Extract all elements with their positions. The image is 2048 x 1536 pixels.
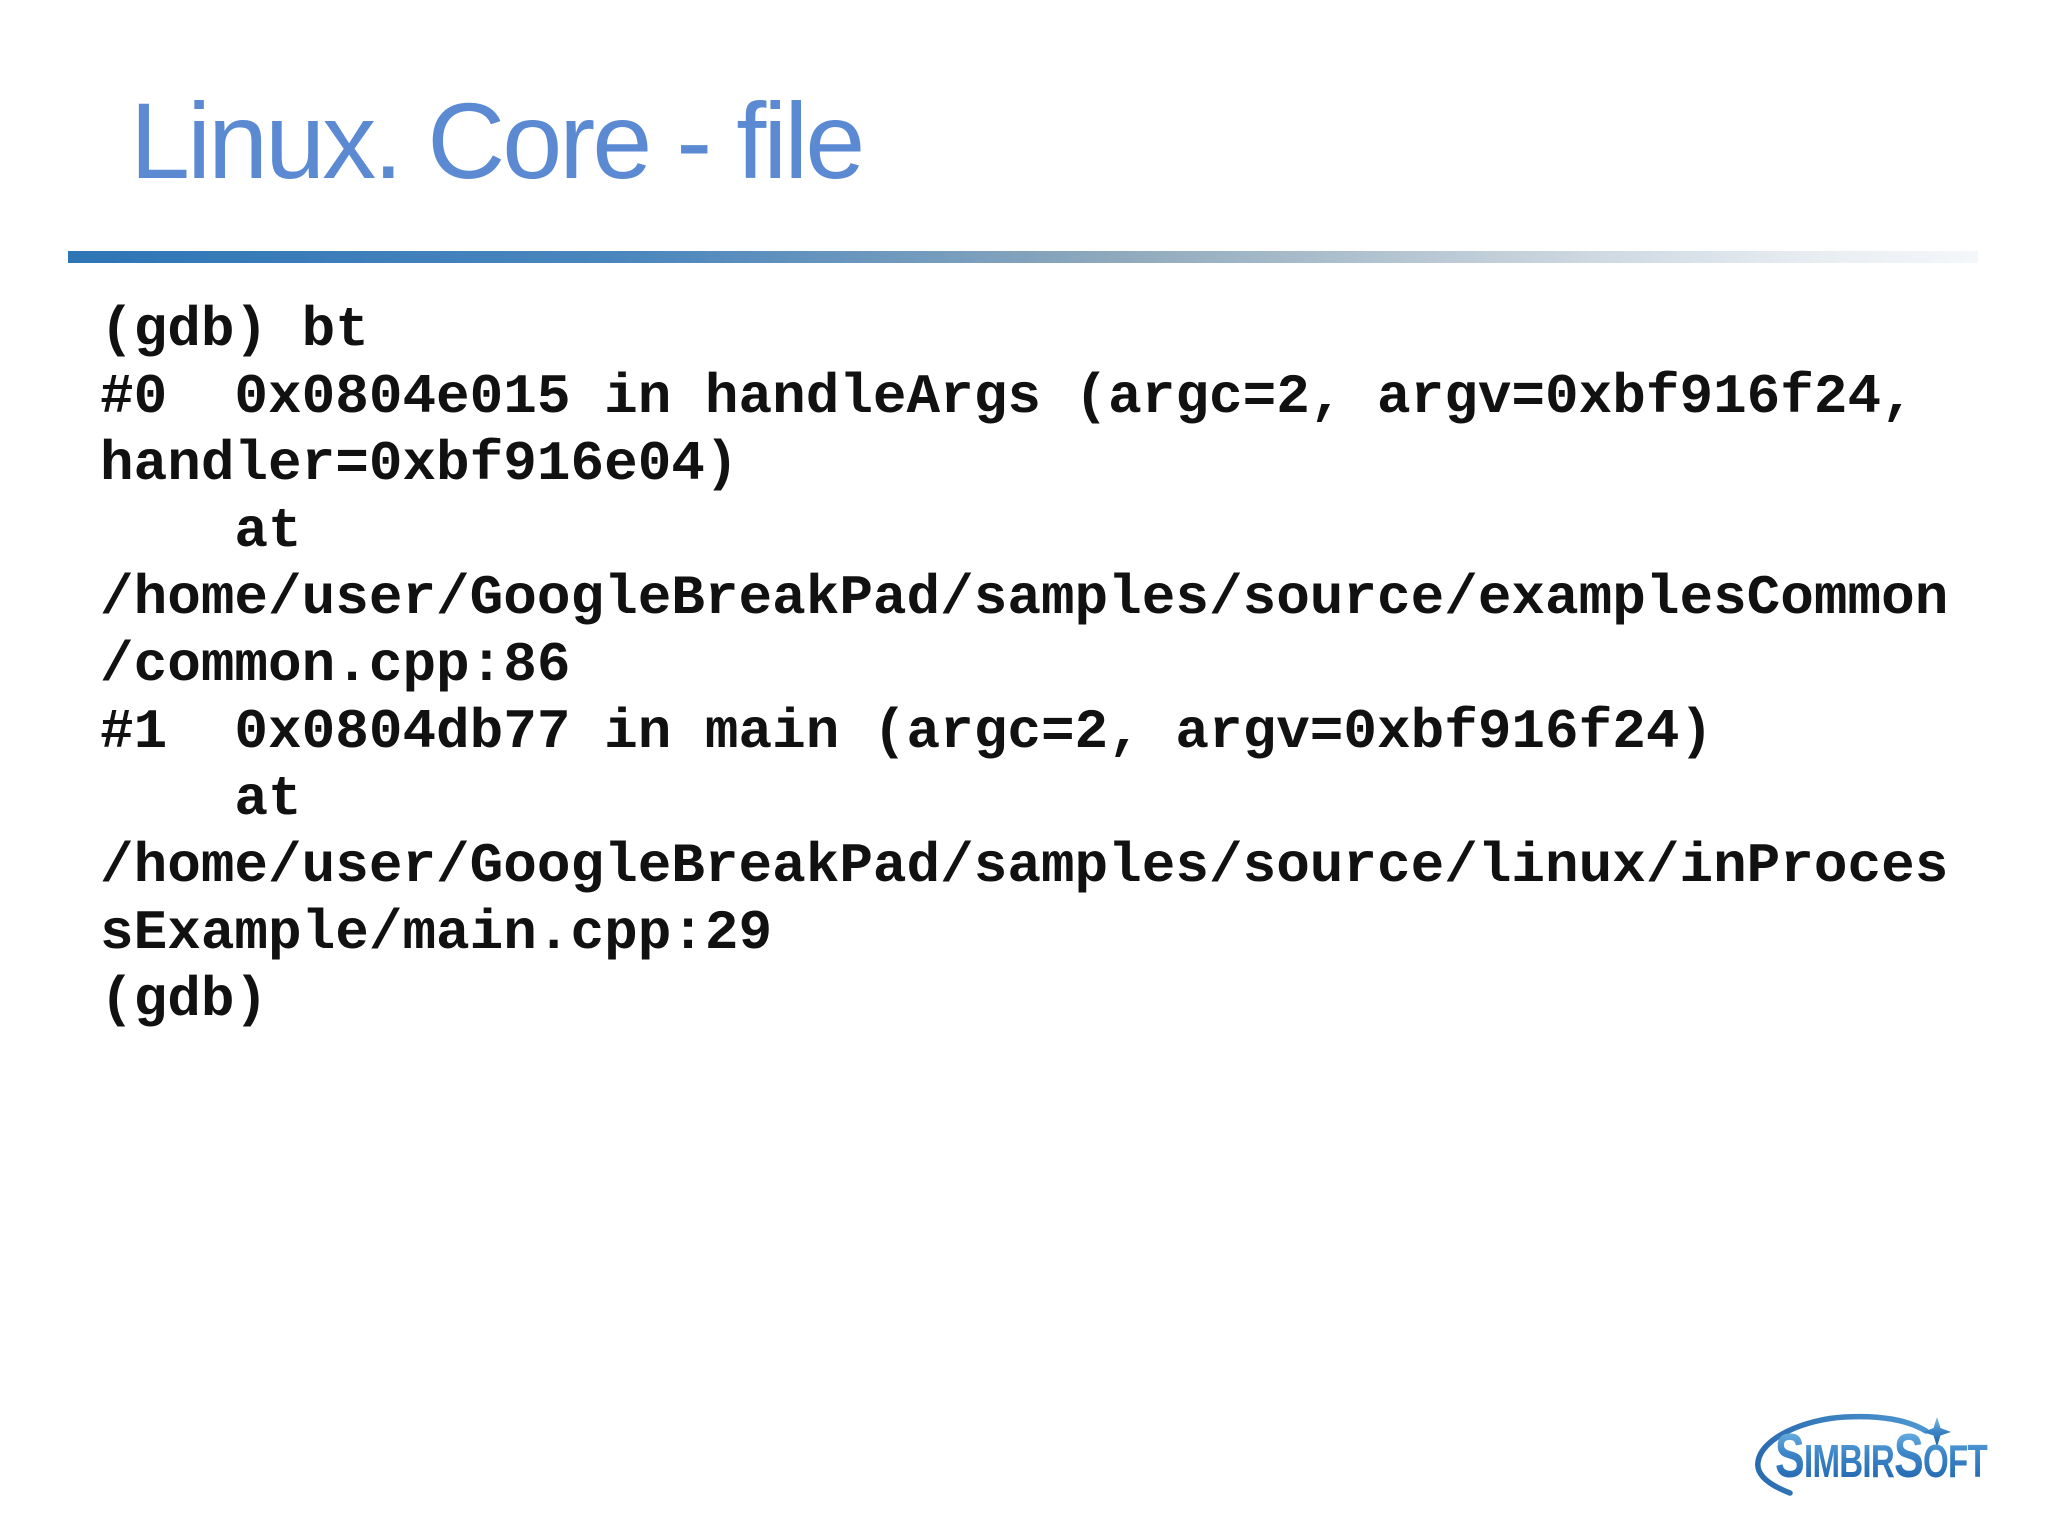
terminal-line: (gdb) bt: [100, 298, 369, 362]
sparkle-star-icon: [1923, 1417, 1951, 1447]
terminal-line: (gdb): [100, 968, 269, 1032]
logo-swoosh-arc: [1755, 1413, 1929, 1496]
slide-title: Linux. Core - file: [130, 80, 865, 201]
terminal-line: handler=0xbf916e04): [100, 432, 739, 496]
terminal-line: at: [100, 499, 302, 563]
terminal-line: /home/user/GoogleBreakPad/samples/source…: [100, 566, 1949, 630]
terminal-line: #1 0x0804db77 in main (argc=2, argv=0xbf…: [100, 700, 1714, 764]
simbirsoft-logo: SIMBIRSOFT: [1755, 1413, 1989, 1496]
terminal-line: sExample/main.cpp:29: [100, 901, 773, 965]
title-underline-rule: [68, 251, 1978, 263]
terminal-line: /common.cpp:86: [100, 633, 571, 697]
terminal-line: /home/user/GoogleBreakPad/samples/source…: [100, 834, 1949, 898]
terminal-line: at: [100, 767, 302, 831]
gdb-backtrace-output: (gdb) bt#0 0x0804e015 in handleArgs (arg…: [100, 297, 1948, 1034]
terminal-line: #0 0x0804e015 in handleArgs (argc=2, arg…: [100, 365, 1915, 429]
logo-text: SIMBIRSOFT: [1775, 1422, 1988, 1491]
